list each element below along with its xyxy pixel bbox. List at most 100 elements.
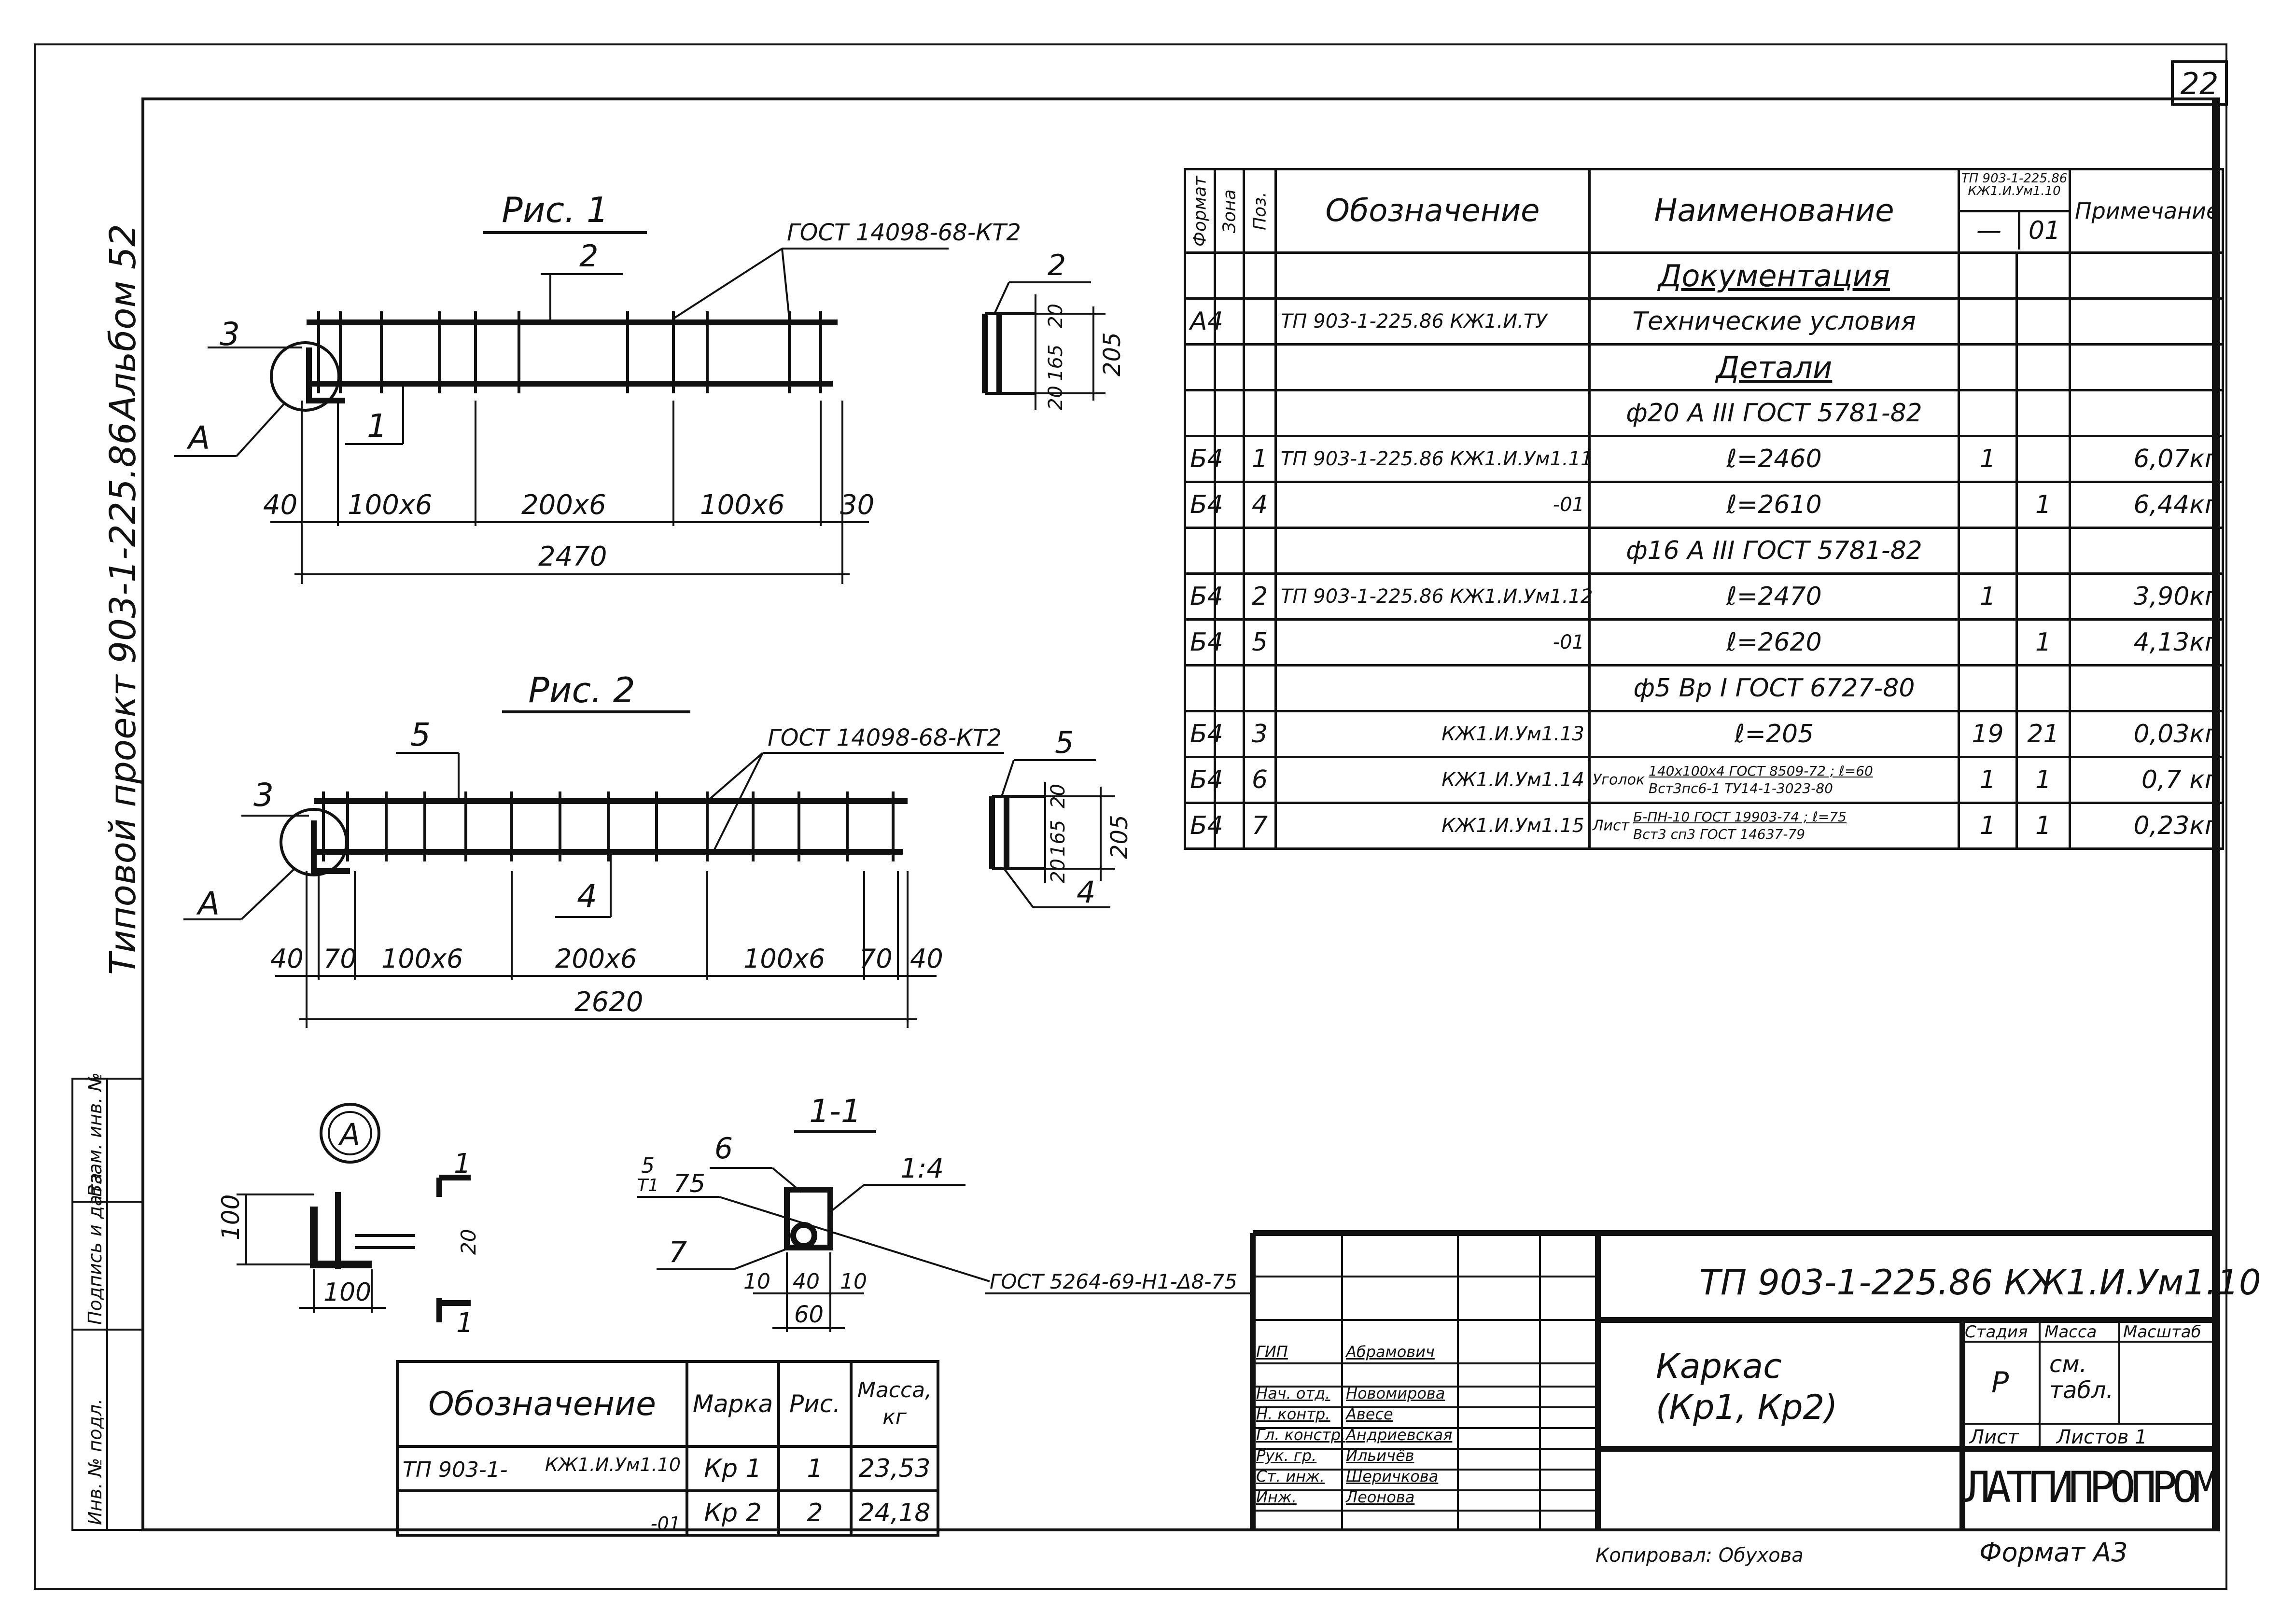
marks-hdr-designation: Обозначение [396, 1360, 688, 1448]
spec-cell-designation [1274, 251, 1591, 300]
marks-hdr-fig: Рис. [777, 1360, 853, 1448]
section-dim-10a: 10 [743, 1269, 770, 1294]
marks-cell-fig: 2 [777, 1489, 853, 1537]
spec-cell-qty-a [1958, 251, 2018, 300]
spec-cell-name: ф5 Вр I ГОСТ 6727-80 [1588, 664, 1960, 712]
side-album-text: Альбом 52 [102, 224, 144, 422]
spec-cell-pos: 5 [1243, 618, 1277, 666]
tb-person-name: Абрамович [1346, 1343, 1435, 1361]
spec-cell-zone [1214, 572, 1245, 621]
sheet-number-box [2171, 60, 2228, 106]
fig1-side-pos-2: 2 [1048, 249, 1066, 282]
tb-scale-label: Масштаб [2123, 1322, 2201, 1342]
fig1-dim-100x6-b: 100x6 [700, 489, 785, 521]
fig1-dim-30: 30 [840, 489, 874, 521]
spec-cell-pos [1243, 664, 1277, 712]
spec-cell-zone [1214, 481, 1245, 529]
fig1-callout-A: A [186, 419, 210, 457]
marks-cell-mass: 23,53 [850, 1445, 939, 1492]
tb-role: Ст. инж. [1256, 1467, 1325, 1485]
spec-cell-qty-b [2015, 389, 2071, 437]
section-dim-10b: 10 [840, 1269, 867, 1294]
spec-cell-format [1184, 527, 1216, 575]
section-slope: 1:4 [900, 1153, 944, 1184]
spec-name-line2: Вст3 сп3 ГОСТ 14637-79 [1633, 826, 1805, 842]
fig2-dim-70a: 70 [323, 944, 357, 974]
spec-cell-format: Б4 [1184, 710, 1223, 758]
spec-cell-designation [1274, 527, 1591, 575]
fig2-callout-A: A [196, 885, 220, 922]
tb-format: Формат А3 [1979, 1537, 2128, 1568]
spec-cell-pos [1243, 297, 1277, 346]
spec-cell-note [2069, 527, 2225, 575]
fig1-pos-2: 2 [579, 238, 598, 274]
spec-cell-designation: КЖ1.И.Ум1.13 [1274, 710, 1591, 758]
spec-cell-qty-b [2015, 251, 2071, 300]
spec-cell-pos: 3 [1243, 710, 1277, 758]
spec-cell-qty-b: 1 [2015, 618, 2071, 666]
spec-cell-designation: КЖ1.И.Ум1.15 [1274, 802, 1591, 850]
tb-stage-label: Стадия [1965, 1322, 2028, 1342]
detailA-cut-bottom: 1 [456, 1307, 474, 1339]
detailA-dim-20: 20 [457, 1229, 480, 1255]
section-label-75: 75 [673, 1169, 705, 1198]
fig2-dim-40b: 40 [910, 944, 943, 974]
spec-cell-qty-a [1958, 481, 2018, 529]
tb-sheet-label: Лист [1970, 1426, 2019, 1448]
tb-person-name: Новомирова [1346, 1384, 1445, 1402]
section-title: 1-1 [809, 1093, 861, 1130]
spec-cell-pos [1243, 251, 1277, 300]
spec-cell-pos: 6 [1243, 756, 1277, 804]
spec-hdr-designation: Обозначение [1274, 168, 1591, 254]
tb-copied: Копировал: Обухова [1595, 1544, 1804, 1567]
spec-cell-format: Б4 [1184, 756, 1223, 804]
spec-cell-note: 0,03кг [2069, 710, 2225, 758]
spec-hdr-qty-b: 01 [2028, 216, 2061, 245]
spec-cell-qty-a [1958, 664, 2018, 712]
spec-cell-qty-a: 1 [1958, 572, 2018, 621]
outer-frame [34, 43, 2227, 1590]
spec-cell-qty-a [1958, 527, 2018, 575]
marks-cell-mark: Кр 2 [686, 1489, 780, 1537]
tb-mass: см. табл. [2049, 1351, 2113, 1404]
section-dim-60: 60 [794, 1301, 824, 1328]
section-weld-gost: ГОСТ 5264-69-Н1-Δ8-75 [990, 1270, 1237, 1293]
spec-cell-note: 6,44кг [2069, 481, 2225, 529]
spec-cell-qty-b [2015, 435, 2071, 483]
spec-cell-note [2069, 389, 2225, 437]
spec-cell-designation: ТП 903-1-225.86 КЖ1.И.Ум1.11 [1274, 435, 1593, 483]
spec-cell-note [2069, 343, 2225, 391]
stamp-signature-date: Подпись и дата [84, 1173, 106, 1325]
spec-cell-qty-a [1958, 297, 2018, 346]
spec-cell-qty-a: 1 [1958, 435, 2018, 483]
tb-role: ГИП [1256, 1343, 1288, 1361]
side-project-text: Типовой проект 903-1-225.86 [102, 422, 144, 975]
tb-role: Рук. гр. [1256, 1446, 1317, 1465]
spec-hdr-pos: Поз. [1244, 169, 1276, 253]
fig2-dim-70b: 70 [859, 944, 893, 974]
fig1-gost: ГОСТ 14098-68-КТ2 [787, 219, 1021, 246]
spec-cell-format: Б4 [1184, 802, 1223, 850]
spec-cell-name: Документация [1588, 251, 1960, 300]
spec-cell-designation: -01 [1274, 481, 1591, 529]
spec-cell-note: 3,90кг [2069, 572, 2225, 621]
spec-cell-format: Б4 [1184, 481, 1223, 529]
spec-hdr-qty-a: — [1960, 212, 2020, 250]
spec-cell-name: ℓ=2620 [1588, 618, 1960, 666]
spec-cell-name: Технические условия [1588, 297, 1960, 346]
fig2-side-dim-165: 165 [1047, 820, 1069, 857]
marks-cell-designation: ТП 903-1-КЖ1.И.Ум1.10 [396, 1445, 688, 1492]
fig1-dim-2470: 2470 [538, 541, 607, 572]
fig1-side-dim-20b: 20 [1045, 386, 1067, 410]
spec-cell-qty-b [2015, 527, 2071, 575]
spec-cell-zone [1214, 527, 1245, 575]
spec-cell-designation [1274, 389, 1591, 437]
spec-name-line1: Б-ПН-10 ГОСТ 19903-74 ; ℓ=75 [1633, 809, 1847, 825]
tb-stage: Р [1991, 1366, 2009, 1400]
spec-cell-qty-b: 1 [2015, 802, 2071, 850]
marks-hdr-mark: Марка [686, 1360, 780, 1448]
